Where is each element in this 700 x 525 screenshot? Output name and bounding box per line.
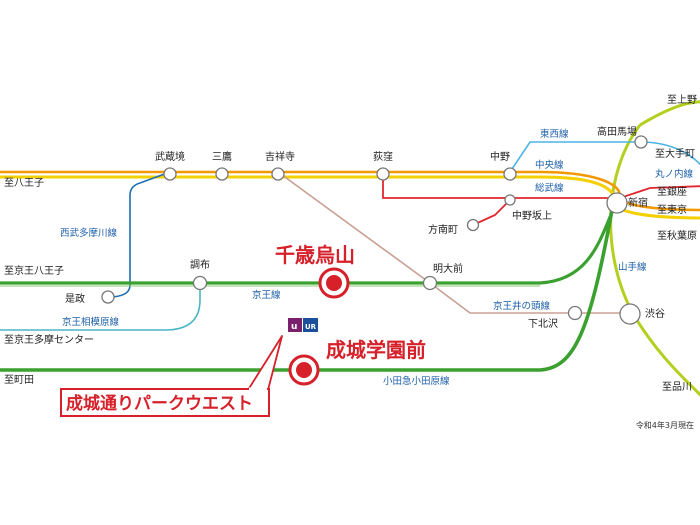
station-ogikubo (376, 167, 390, 181)
dir-ueno: 至上野 (667, 94, 697, 106)
ur-logo-text: UR (305, 323, 317, 331)
keio-sagamihara-line (0, 283, 201, 331)
line-inokashira: 京王井の頭線 (493, 300, 551, 312)
dir-hachioji: 至八王子 (4, 177, 44, 189)
highlight-chitose-karasuyama: 千歳烏山 (275, 243, 355, 267)
station-mitaka (215, 167, 229, 181)
line-odakyu: 小田急小田原線 (383, 375, 450, 387)
label-koremasa: 是政 (65, 292, 85, 305)
label-nakanosakaue: 中野坂上 (512, 209, 552, 222)
highlight-seijogakuen: 成城学園前 (326, 338, 426, 362)
station-circles (101, 135, 648, 325)
label-shibuya: 渋谷 (645, 307, 665, 320)
seibu-tamagawa-line (107, 171, 171, 298)
line-keio: 京王線 (252, 289, 281, 301)
label-chofu: 調布 (190, 258, 210, 271)
date-note: 令和4年3月現在 (636, 420, 694, 430)
label-musashisakai: 武蔵境 (155, 150, 185, 163)
line-sobu: 総武線 (535, 182, 564, 194)
label-shimokitazawa: 下北沢 (528, 317, 558, 330)
marunouchi-line (382, 173, 700, 199)
dir-keio-hachioji: 至京王八王子 (4, 264, 64, 277)
station-koremasa (101, 290, 115, 304)
station-nakanosakaue (504, 194, 516, 206)
highlight-stations (288, 267, 350, 386)
svg-text:u: u (291, 322, 297, 332)
line-seibu-tamagawa: 西武多摩川線 (60, 227, 118, 239)
station-meidaimae (422, 275, 438, 291)
station-musashisakai (163, 167, 177, 181)
station-shibuya (619, 303, 641, 325)
label-mitaka: 三鷹 (212, 150, 232, 163)
station-shimokitazawa (567, 305, 583, 321)
label-ogikubo: 荻窪 (373, 150, 393, 163)
line-chuo: 中央線 (535, 159, 564, 171)
label-kichijoji: 吉祥寺 (265, 150, 295, 163)
property-name: 成城通りパークウエスト (66, 393, 253, 414)
dir-keio-tama: 至京王多摩センター (4, 333, 94, 346)
line-keio-sagamihara: 京王相模原線 (62, 316, 120, 328)
marunouchi-branch (472, 199, 511, 226)
label-shinjuku: 新宿 (628, 196, 648, 209)
property-callout: 成城通りパークウエスト (60, 387, 270, 417)
dir-shinagawa: 至品川 (662, 381, 692, 393)
dir-akihabara: 至秋葉原 (657, 229, 697, 242)
callout-pointer (247, 335, 283, 391)
label-takadanobaba: 高田馬場 (597, 125, 637, 138)
station-takadanobaba (634, 135, 648, 149)
label-meidaimae: 明大前 (433, 262, 463, 275)
label-nakano: 中野 (490, 150, 510, 163)
yamanote-line (609, 100, 700, 397)
dir-machida: 至町田 (4, 374, 34, 386)
inokashira-line (277, 171, 632, 314)
ur-logo: u UR (288, 318, 318, 332)
line-tozai: 東西線 (540, 128, 569, 140)
dir-tokyo: 至東京 (657, 203, 687, 216)
station-kichijoji (271, 167, 285, 181)
line-marunouchi: 丸ノ内線 (655, 168, 694, 180)
dir-ginza: 至銀座 (657, 185, 687, 198)
station-honancho (466, 218, 480, 232)
odakyu-line (0, 209, 614, 372)
dir-otemachi: 至大手町 (655, 147, 695, 160)
label-honancho: 方南町 (428, 223, 458, 236)
station-shinjuku (606, 192, 628, 214)
line-yamanote: 山手線 (618, 261, 647, 273)
station-nakano (503, 167, 517, 181)
station-chofu (192, 275, 208, 291)
